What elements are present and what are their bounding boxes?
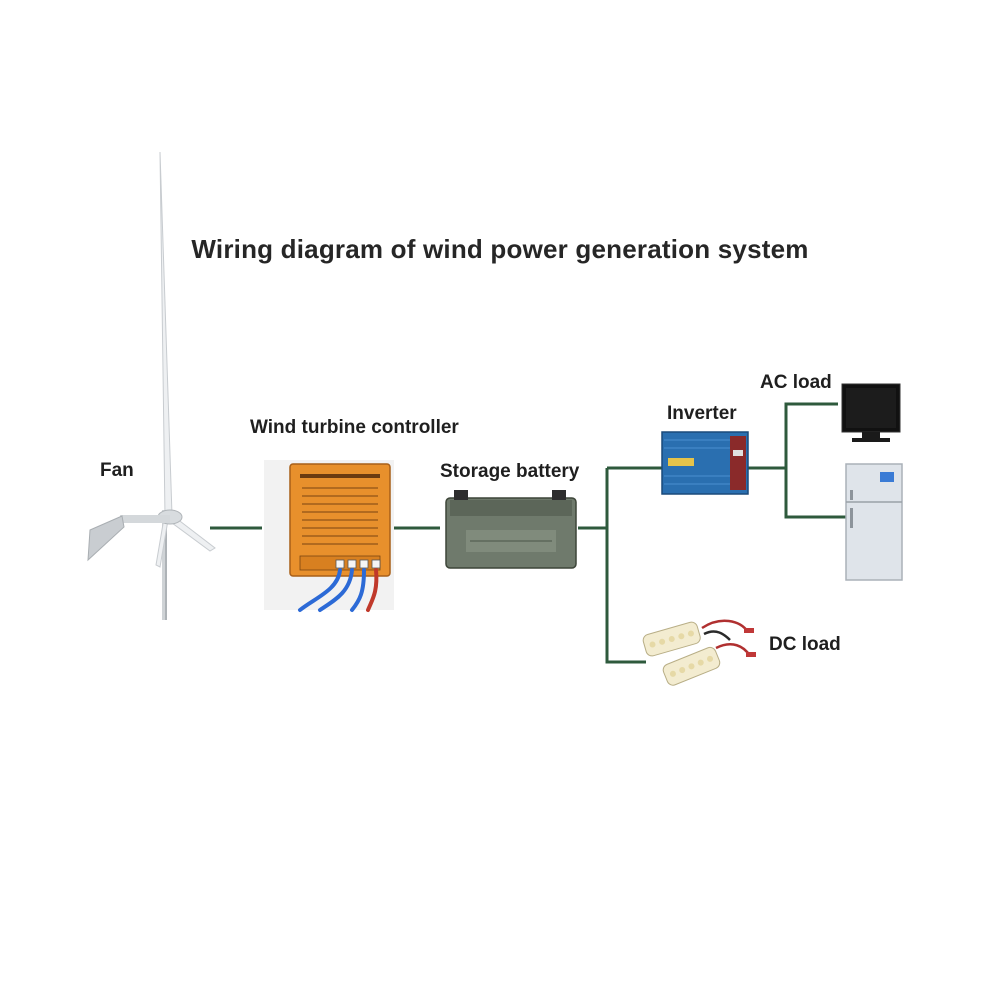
diagram-title: Wiring diagram of wind power generation … [191,234,809,264]
label-inverter: Inverter [667,403,737,424]
label-dc-load: DC load [769,634,841,655]
inverter-icon [661,431,749,495]
tv-icon [841,383,901,442]
dc-lamp-icon [642,619,756,686]
controller-icon [264,460,394,612]
label-fan: Fan [100,460,134,481]
wire-bus-vertical [605,468,646,664]
battery-icon [445,490,577,569]
label-ac-load: AC load [760,372,832,393]
refrigerator-icon [845,463,903,581]
wind-turbine-icon [87,151,216,620]
wire-ac-branch [784,402,846,519]
label-battery: Storage battery [440,461,580,482]
label-controller: Wind turbine controller [250,417,459,438]
wires [210,402,846,664]
